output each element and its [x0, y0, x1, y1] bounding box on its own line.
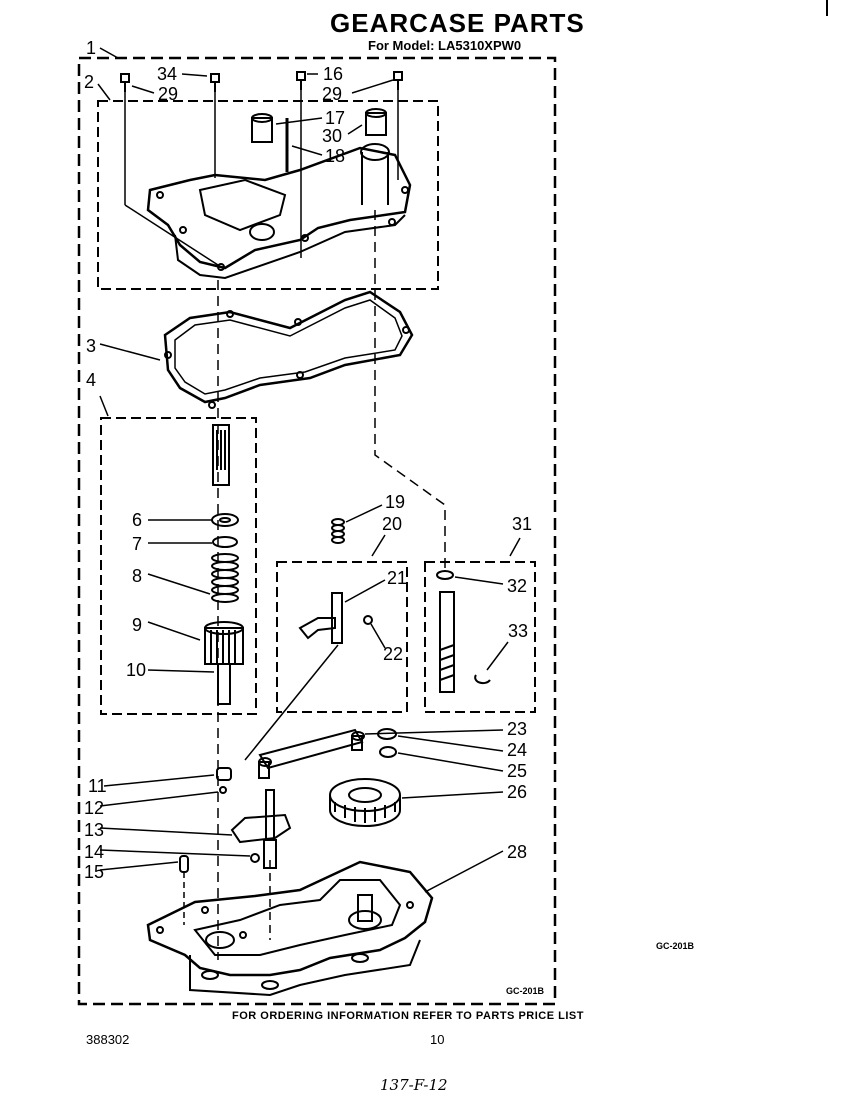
screw-29-left [120, 73, 130, 92]
spring-19 [331, 518, 345, 544]
callout-23: 23 [507, 719, 527, 739]
washer-6 [211, 513, 239, 527]
callout-6: 6 [132, 510, 142, 530]
callout-29-left: 29 [158, 84, 178, 104]
washer-6-hole [219, 517, 231, 523]
callout-leaders [97, 47, 521, 893]
callout-33: 33 [508, 621, 528, 641]
gearcase-cover [146, 143, 412, 280]
washer-25 [379, 746, 397, 758]
callout-16: 16 [323, 64, 343, 84]
callout-8: 8 [132, 566, 142, 586]
pinion-gear-9 [204, 621, 244, 705]
screw-leader-lines [124, 90, 399, 266]
pinion-shaft [439, 591, 455, 693]
fork-leader [244, 644, 339, 761]
callout-14: 14 [84, 842, 104, 862]
callout-20: 20 [382, 514, 402, 534]
callout-30: 30 [322, 126, 342, 146]
shaft-group-box-4 [100, 417, 257, 715]
spline-shaft [212, 424, 230, 486]
link-arm-23 [258, 728, 365, 779]
main-gear-26 [329, 778, 401, 827]
figure-code-outer: GC-201B [656, 941, 695, 951]
screw-16 [296, 71, 306, 90]
callout-22: 22 [383, 644, 403, 664]
screw-29-right [393, 71, 403, 90]
document-number: 388302 [86, 1032, 130, 1047]
ordering-note: FOR ORDERING INFORMATION REFER TO PARTS … [232, 1010, 584, 1022]
figure-code-inner: GC-201B [506, 986, 545, 996]
washer-32 [436, 570, 454, 580]
washer-7 [212, 536, 238, 548]
edge-mark [826, 0, 828, 16]
pinion-axis-line [374, 210, 446, 570]
callout-11: 11 [88, 776, 107, 796]
handwritten-note: 137-F-12 [380, 1076, 448, 1094]
callout-4: 4 [86, 370, 96, 390]
callout-19: 19 [385, 492, 405, 512]
callout-32: 32 [507, 576, 527, 596]
callout-25: 25 [507, 761, 527, 781]
fork-group-box-20 [276, 561, 408, 713]
screw-34 [210, 73, 220, 92]
callout-24: 24 [507, 740, 527, 760]
gearcase-base-28 [146, 860, 434, 997]
clip-33 [474, 674, 491, 685]
callout-12: 12 [84, 798, 104, 818]
callout-31: 31 [512, 514, 532, 534]
callout-labels: 1 2 3 4 6 7 8 9 10 11 12 13 14 15 16 17 … [84, 38, 532, 882]
callout-2: 2 [84, 72, 94, 92]
model-subtitle: For Model: LA5310XPW0 [368, 38, 522, 53]
callout-17: 17 [325, 108, 345, 128]
pin-15 [179, 855, 189, 873]
callout-18: 18 [325, 146, 345, 166]
callout-1: 1 [86, 38, 96, 58]
callout-10: 10 [126, 660, 146, 680]
bushing-17 [251, 113, 273, 143]
callout-7: 7 [132, 534, 142, 554]
callout-15: 15 [84, 862, 104, 882]
bushing-30 [365, 108, 387, 136]
callout-21: 21 [387, 568, 407, 588]
callout-28: 28 [507, 842, 527, 862]
assembly-box-1 [77, 56, 557, 1006]
spring-8 [211, 553, 239, 603]
ball-12 [219, 786, 227, 794]
callout-34: 34 [157, 64, 177, 84]
callout-3: 3 [86, 336, 96, 356]
page-number: 10 [430, 1032, 445, 1047]
callout-26: 26 [507, 782, 527, 802]
shift-fork-21 [298, 592, 343, 644]
cap-11 [216, 767, 232, 781]
callout-13: 13 [84, 820, 104, 840]
pinion-group-box-31 [424, 561, 536, 713]
callout-29-right: 29 [322, 84, 342, 104]
ring-22 [363, 615, 373, 625]
cover-group-box-2 [97, 100, 439, 290]
gasket-3 [163, 290, 414, 409]
page-title: GEARCASE PARTS [330, 8, 585, 38]
callout-9: 9 [132, 615, 142, 635]
